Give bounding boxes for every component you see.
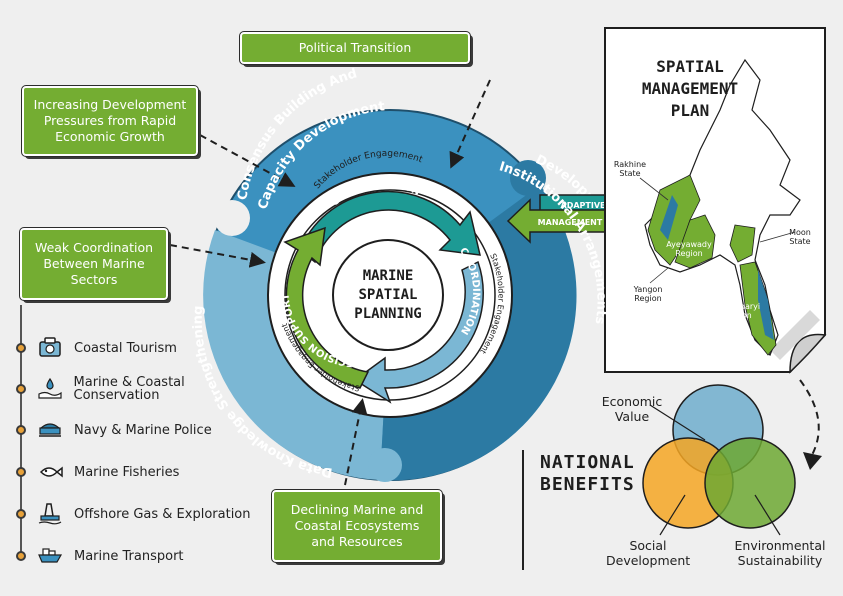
venn-environmental: [704, 437, 796, 529]
venn-label-social: Social Development: [606, 538, 691, 568]
sector-item-offshore-gas: Offshore Gas & Exploration: [12, 498, 272, 530]
national-benefits-line-2: BENEFITS: [540, 474, 635, 495]
map-label-ayeyawady: Ayeyawady Region: [666, 240, 712, 258]
coast-waters-2: [758, 270, 774, 340]
sector-label: Offshore Gas & Exploration: [74, 506, 251, 522]
venn-label-economic: Economic Value: [601, 394, 663, 424]
venn-label-environmental: Environmental Sustainability: [734, 538, 826, 568]
sector-bullet: [16, 384, 26, 394]
fish-icon: [36, 459, 64, 485]
navy-icon: [36, 417, 64, 443]
leader-moon: [759, 231, 796, 243]
arrow-development-to-wheel: [199, 134, 296, 187]
sector-item-marine-transport: Marine Transport: [12, 540, 272, 572]
map-label-moon: Moon State: [789, 228, 811, 246]
arrow-declining-to-wheel: [344, 398, 368, 486]
puzzle-knob-right: [510, 160, 546, 196]
leader-economic: [649, 404, 706, 441]
weak-coordination-box: Weak Coordination Between Marine Sectors: [19, 227, 169, 301]
puzzle-knob-left: [214, 200, 250, 236]
weak-coordination-text: Weak Coordination Between Marine Sectors: [34, 240, 154, 287]
map-title-1: SPATIAL: [656, 57, 723, 76]
sector-bullet: [16, 425, 26, 435]
declining-ecosystems-box: Declining Marine and Coastal Ecosystems …: [271, 489, 443, 563]
sector-item-navy: Navy & Marine Police: [12, 414, 272, 446]
mon-region: [729, 224, 756, 263]
sector-bullet: [16, 509, 26, 519]
map-title-2: MANAGEMENT: [642, 79, 738, 98]
shared-vision-arrow: [299, 190, 481, 264]
oil-rig-icon: [36, 501, 64, 527]
national-benefits-title: NATIONAL BENEFITS: [540, 452, 635, 496]
arrow-map-to-benefits: [799, 379, 820, 456]
development-pressures-box: Increasing Development Pressures from Ra…: [21, 85, 199, 157]
center-circle: [332, 239, 444, 351]
adaptive-text-2: MANAGEMENT: [538, 218, 603, 227]
tourism-icon: [36, 335, 64, 361]
map-label-tanintharyi: Tanintharyi Region: [715, 302, 761, 320]
ayeyawady-region: [674, 214, 716, 269]
coordination-arrow: [353, 260, 484, 404]
development-pressures-text: Increasing Development Pressures from Ra…: [33, 97, 187, 144]
sector-item-fisheries: Marine Fisheries: [12, 456, 272, 488]
sector-label: Coastal Tourism: [74, 340, 177, 356]
map-label-yangon: Yangon Region: [633, 285, 663, 303]
map-title-3: PLAN: [671, 101, 710, 120]
sector-label: Marine Fisheries: [74, 464, 180, 480]
map-label-rakhine: Rakhine State: [613, 160, 647, 178]
national-benefits-line-1: NATIONAL: [540, 452, 635, 473]
decision-support-arrow: [283, 226, 370, 389]
sector-label: Marine Transport: [74, 548, 184, 564]
leader-environmental: [754, 494, 781, 536]
puzzle-knob-bottom: [368, 448, 402, 482]
sector-item-coastal-tourism: Coastal Tourism: [12, 332, 272, 364]
map-paper-curl: [789, 333, 827, 374]
center-text-1: MARINE: [363, 268, 414, 284]
ship-icon: [36, 543, 64, 569]
coast-waters-1: [660, 195, 678, 240]
benefits-divider: [522, 450, 524, 570]
center-text-3: PLANNING: [354, 306, 421, 322]
adaptive-text-1: ADAPTIVE: [561, 201, 606, 210]
arrow-weak-to-wheel: [169, 244, 266, 268]
arrow-map-to-benefits-head: [803, 452, 822, 470]
conservation-icon: [36, 376, 64, 402]
adaptive-arrow-left: [506, 198, 609, 244]
leader-yangon: [649, 267, 669, 284]
sector-item-conservation: Marine & Coastal Conservation: [12, 373, 272, 405]
leader-rakhine: [639, 177, 669, 201]
map-paper-bg: [770, 310, 820, 360]
political-transition-box: Political Transition: [239, 31, 471, 65]
arrow-political-to-wheel: [449, 79, 491, 169]
leader-social: [659, 494, 686, 536]
sector-bullet: [16, 551, 26, 561]
sector-bullet: [16, 343, 26, 353]
center-text-2: SPATIAL: [358, 287, 417, 303]
sector-label: Navy & Marine Police: [74, 422, 212, 438]
sector-label: Marine & Coastal Conservation: [73, 375, 185, 403]
sector-bullet: [16, 467, 26, 477]
declining-ecosystems-text: Declining Marine and Coastal Ecosystems …: [290, 502, 424, 549]
political-transition-text: Political Transition: [298, 40, 412, 55]
